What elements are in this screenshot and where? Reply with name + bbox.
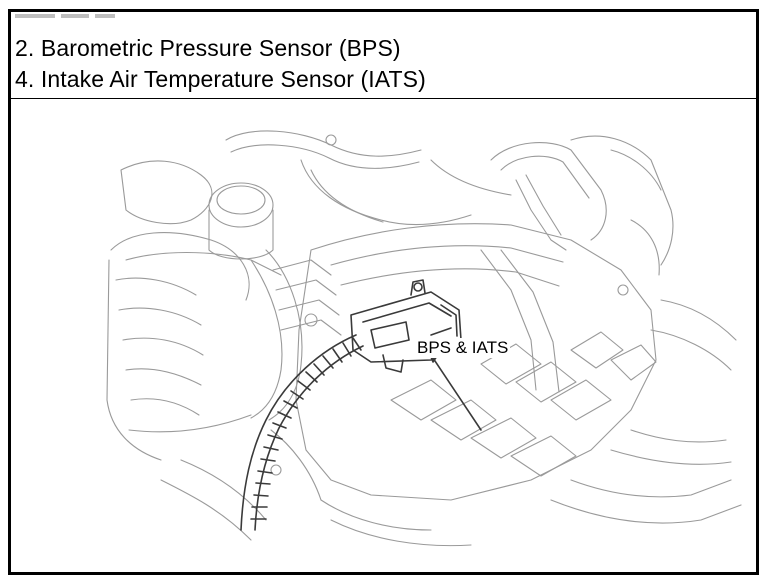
callout-label-bps-iats: BPS & IATS <box>415 338 511 358</box>
engine-illustration <box>11 100 756 572</box>
faded-header-marks <box>15 14 145 22</box>
legend-header: 2. Barometric Pressure Sensor (BPS) 4. I… <box>11 12 756 99</box>
diagram-frame: 2. Barometric Pressure Sensor (BPS) 4. I… <box>8 9 759 575</box>
engine-line-drawing <box>106 130 742 547</box>
legend-item-iats: 4. Intake Air Temperature Sensor (IATS) <box>15 66 426 92</box>
legend-item-bps: 2. Barometric Pressure Sensor (BPS) <box>15 35 401 61</box>
